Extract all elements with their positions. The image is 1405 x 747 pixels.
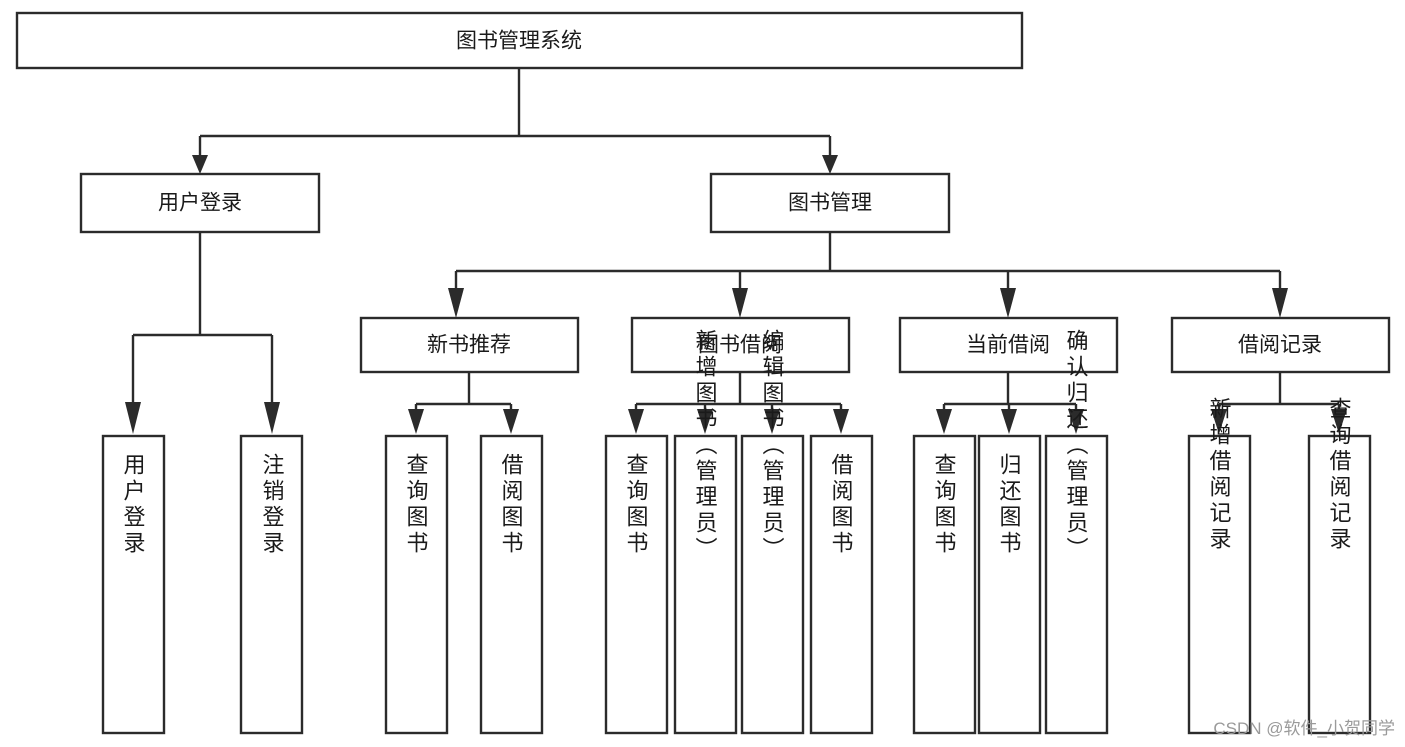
leaf-user-logout[interactable]: 注销登录 xyxy=(239,434,304,735)
node-user-login-box[interactable] xyxy=(79,172,321,234)
node-book-management-label: 图书管理 xyxy=(788,192,872,215)
node-book-management[interactable]: 图书管理 xyxy=(709,172,951,234)
node-root-box[interactable] xyxy=(15,11,1024,70)
node-new-book-recommend[interactable]: 新书推荐 xyxy=(359,316,580,374)
node-root-system[interactable]: 图书管理系统 xyxy=(15,11,1024,70)
node-user-login[interactable]: 用户登录 xyxy=(79,172,321,234)
leaf-label: 查询图书 xyxy=(932,453,957,557)
leaf-label: 借阅图书 xyxy=(829,453,854,557)
leaf-label: 新增图书（管理员） xyxy=(693,329,718,563)
leaf-label: 借阅图书 xyxy=(499,453,524,557)
node-current-borrow-label: 当前借阅 xyxy=(966,334,1050,357)
leaf-newbook-query-book[interactable]: 查询图书 xyxy=(384,434,449,735)
leaf-user-login-1[interactable]: 用户登录 xyxy=(101,434,166,735)
node-borrow-record-label: 借阅记录 xyxy=(1238,334,1322,357)
leaf-label: 用户登录 xyxy=(121,453,146,557)
leaf-box[interactable] xyxy=(977,434,1042,735)
arrow-head-icon xyxy=(1001,409,1017,434)
arrow-head-icon xyxy=(1211,409,1227,434)
leaf-currentborrow-return-book[interactable]: 归还图书 xyxy=(977,434,1042,735)
arrow-head-icon xyxy=(125,402,141,434)
leaf-bookborrow-borrow-book[interactable]: 借阅图书 xyxy=(809,434,874,735)
leaf-label: 注销登录 xyxy=(260,453,285,557)
leaf-currentborrow-confirm-return[interactable]: 确认归还（管理员） xyxy=(1044,329,1109,735)
node-book-management-box[interactable] xyxy=(709,172,951,234)
arrow-head-icon xyxy=(764,409,780,434)
node-root-label: 图书管理系统 xyxy=(456,30,582,53)
arrow-head-icon xyxy=(1272,288,1288,318)
node-book-borrow-box[interactable] xyxy=(630,316,851,374)
node-borrow-record-box[interactable] xyxy=(1170,316,1391,374)
connector-userlogin-to-leaves xyxy=(125,232,280,434)
leaf-newbook-borrow-book[interactable]: 借阅图书 xyxy=(479,434,544,735)
leaf-box[interactable] xyxy=(912,434,977,735)
arrow-head-icon xyxy=(822,155,838,174)
leaf-box[interactable] xyxy=(1187,434,1252,735)
node-new-book-recommend-box[interactable] xyxy=(359,316,580,374)
node-borrow-record[interactable]: 借阅记录 xyxy=(1170,316,1391,374)
leaf-currentborrow-query-book[interactable]: 查询图书 xyxy=(912,434,977,735)
leaf-box[interactable] xyxy=(604,434,669,735)
leaf-box[interactable] xyxy=(1307,434,1372,735)
node-current-borrow-box[interactable] xyxy=(898,316,1119,374)
connector-newbook-to-leaves xyxy=(408,372,519,434)
arrow-head-icon xyxy=(448,288,464,318)
node-current-borrow[interactable]: 当前借阅 xyxy=(898,316,1119,374)
arrow-head-icon xyxy=(833,409,849,434)
leaf-label: 查询借阅记录 xyxy=(1327,397,1352,553)
leaf-label: 查询图书 xyxy=(624,453,649,557)
arrow-head-icon xyxy=(732,288,748,318)
arrow-head-icon xyxy=(1331,409,1347,434)
arrow-head-icon xyxy=(697,409,713,434)
arrow-head-icon xyxy=(192,155,208,174)
connector-root-to-level2 xyxy=(192,68,838,174)
leaf-bookborrow-query-book[interactable]: 查询图书 xyxy=(604,434,669,735)
connector-bookborrow-to-leaves xyxy=(628,372,849,434)
leaf-box[interactable] xyxy=(239,434,304,735)
leaf-box[interactable] xyxy=(809,434,874,735)
leaf-box[interactable] xyxy=(384,434,449,735)
leaf-box[interactable] xyxy=(101,434,166,735)
node-user-login-label: 用户登录 xyxy=(158,192,242,215)
arrow-head-icon xyxy=(1000,288,1016,318)
arrow-head-icon xyxy=(1068,409,1084,434)
arrow-head-icon xyxy=(264,402,280,434)
arrow-head-icon xyxy=(503,409,519,434)
leaf-bookborrow-add-book[interactable]: 新增图书（管理员） xyxy=(673,329,738,735)
leaf-box[interactable] xyxy=(673,434,738,735)
connector-borrowrecord-to-leaves xyxy=(1211,372,1347,434)
node-book-borrow[interactable]: 图书借阅 xyxy=(630,316,851,374)
leaf-label: 确认归还（管理员） xyxy=(1064,329,1089,563)
leaf-bookborrow-edit-book[interactable]: 编辑图书（管理员） xyxy=(740,329,805,735)
leaf-label: 查询图书 xyxy=(404,453,429,557)
leaf-borrowrecord-add-record[interactable]: 新增借阅记录 xyxy=(1187,397,1252,735)
leaf-box[interactable] xyxy=(479,434,544,735)
arrow-head-icon xyxy=(408,409,424,434)
leaf-box[interactable] xyxy=(1044,434,1109,735)
node-new-book-recommend-label: 新书推荐 xyxy=(427,334,511,357)
node-book-borrow-label: 图书借阅 xyxy=(698,334,782,357)
arrow-head-icon xyxy=(628,409,644,434)
connector-currentborrow-to-leaves xyxy=(936,372,1084,434)
leaf-borrowrecord-query-record[interactable]: 查询借阅记录 xyxy=(1307,397,1372,735)
leaf-label: 新增借阅记录 xyxy=(1207,397,1232,553)
connector-bookmgmt-to-level3 xyxy=(448,232,1288,318)
leaf-box[interactable] xyxy=(740,434,805,735)
leaf-label: 归还图书 xyxy=(997,453,1022,557)
leaf-label: 编辑图书（管理员） xyxy=(760,329,785,563)
arrow-head-icon xyxy=(936,409,952,434)
